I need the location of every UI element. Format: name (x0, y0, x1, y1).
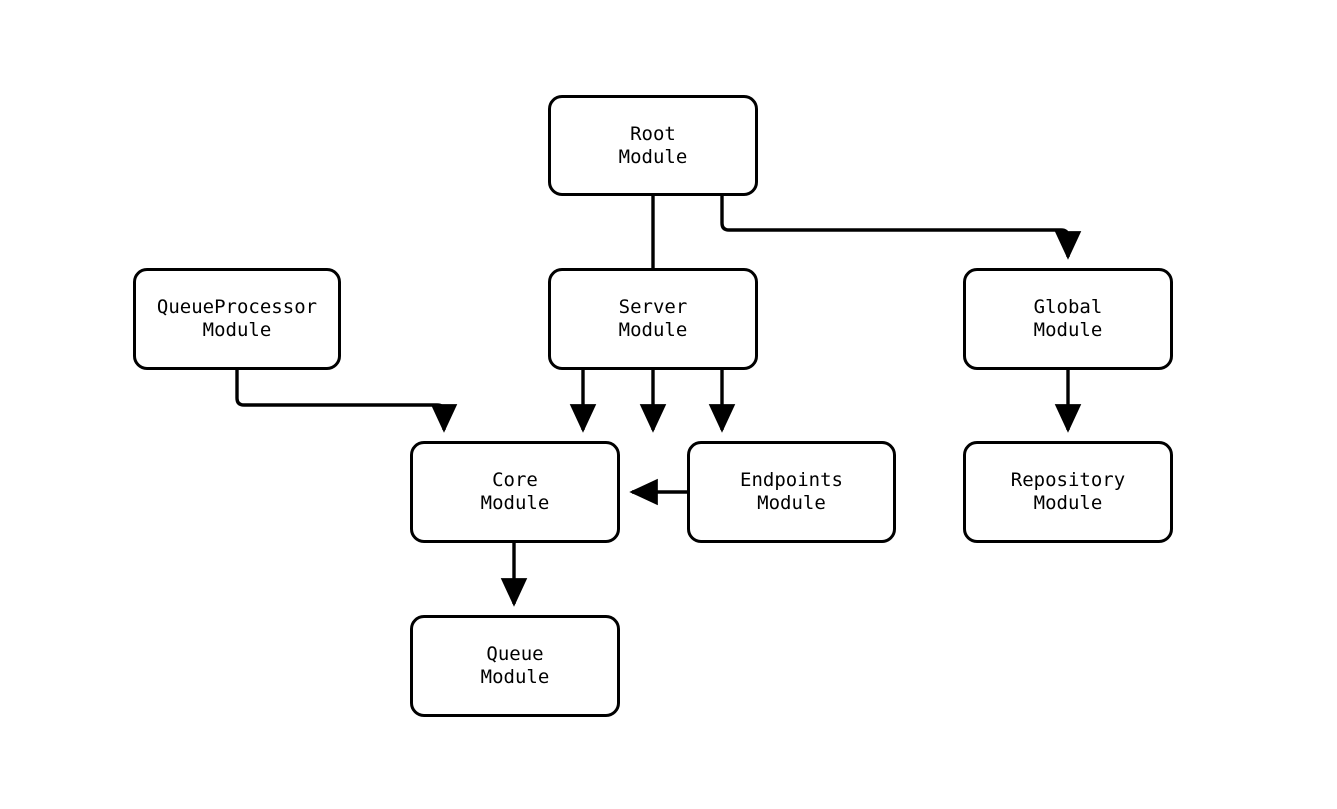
node-endpoints-module-line1: Endpoints (740, 469, 843, 491)
node-queueprocessor-module-line1: QueueProcessor (156, 296, 318, 318)
node-core-module[interactable]: Core Module (410, 441, 620, 543)
node-repository-module-line1: Repository (1010, 469, 1126, 491)
node-repository-module[interactable]: Repository Module (963, 441, 1173, 543)
node-root-module-line1: Root (630, 122, 676, 145)
edge-queueprocessor-to-core (235, 370, 458, 433)
node-queueprocessor-module-line2: Module (202, 319, 272, 341)
node-global-module[interactable]: Global Module (963, 268, 1173, 370)
edge-root-to-global (720, 196, 1082, 260)
node-server-module-line2: Module (618, 319, 688, 341)
node-core-module-line2: Module (480, 492, 550, 514)
node-endpoints-module-line2: Module (757, 492, 826, 514)
node-root-module-line2: Module (618, 145, 688, 168)
node-queue-module[interactable]: Queue Module (410, 615, 620, 717)
node-global-module-line2: Module (1033, 319, 1103, 341)
node-endpoints-module[interactable]: Endpoints Module (687, 441, 896, 543)
node-core-module-line1: Core (492, 469, 538, 491)
node-server-module[interactable]: Server Module (548, 268, 758, 370)
node-root-module[interactable]: Root Module (548, 95, 758, 196)
node-queue-module-line2: Module (480, 666, 550, 688)
node-global-module-line1: Global (1033, 296, 1103, 318)
node-repository-module-line2: Module (1033, 492, 1103, 514)
node-queueprocessor-module[interactable]: QueueProcessor Module (133, 268, 341, 370)
node-queue-module-line1: Queue (486, 643, 544, 665)
node-server-module-line1: Server (618, 296, 688, 318)
